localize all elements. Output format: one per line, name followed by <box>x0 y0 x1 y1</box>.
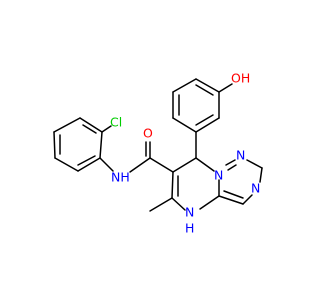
amide-nh-label: NH <box>111 170 130 185</box>
hydroxyl-label: OH <box>231 71 250 86</box>
bond-c7-n <box>195 157 215 172</box>
bond-aryl2-double-2 <box>195 84 214 96</box>
bond-n1-n2 <box>225 159 236 166</box>
bond-aryl1-e <box>53 131 56 159</box>
bond-nh-c5 <box>171 197 186 211</box>
bond-aryl1-double-2 <box>77 155 96 166</box>
triazole-nitrogen-apex-label: N <box>236 148 245 163</box>
bond-c6-c7 <box>172 157 197 173</box>
ring-nh-hydrogen-label: H <box>185 221 194 236</box>
chlorine-label: Cl <box>110 115 122 130</box>
atom-labels: Cl O NH OH N N N N H <box>110 71 260 236</box>
bond-c-oh <box>218 83 233 93</box>
bond-n3-c <box>242 194 253 205</box>
bond-aryl-nh <box>99 157 114 172</box>
ring-nitrogen-bridgehead-label: N <box>214 168 223 183</box>
bond-c-c8a-double <box>223 190 244 199</box>
bond-aryl2-d <box>195 78 220 93</box>
bonds <box>53 78 263 212</box>
bond-aryl2-c <box>172 78 197 93</box>
molecule-structure-diagram: Cl O NH OH N N N N H <box>53 71 263 236</box>
bond-c5-c6 <box>171 171 174 199</box>
bond-c8a-nh <box>199 195 220 210</box>
bond-c-cl <box>101 125 112 133</box>
bond-aryl2-a <box>172 117 197 133</box>
bond-n1-n2-double <box>227 164 237 171</box>
bond-aryl1-c <box>77 157 101 172</box>
bond-c-c8a <box>218 195 244 205</box>
bond-nh-carbonyl <box>129 157 151 173</box>
carbonyl-oxygen-label: O <box>143 126 153 141</box>
bond-c-n3 <box>259 167 263 183</box>
ring-nh-nitrogen-label: N <box>185 205 194 220</box>
triazole-nitrogen-right-label: N <box>251 181 260 196</box>
bond-aryl1-double-1 <box>82 124 97 134</box>
bond-c5-methyl <box>149 197 173 212</box>
bond-aryl2-double-3 <box>195 114 214 126</box>
bond-aryl1-d <box>54 157 79 172</box>
bond-aryl1-b <box>99 131 103 159</box>
bond-aryl1-f <box>53 117 81 133</box>
bond-aryl2-f <box>195 117 220 133</box>
bond-aryl1-a <box>79 117 103 133</box>
bond-carbonyl-c6 <box>149 157 174 173</box>
bond-n2-c <box>246 159 263 169</box>
